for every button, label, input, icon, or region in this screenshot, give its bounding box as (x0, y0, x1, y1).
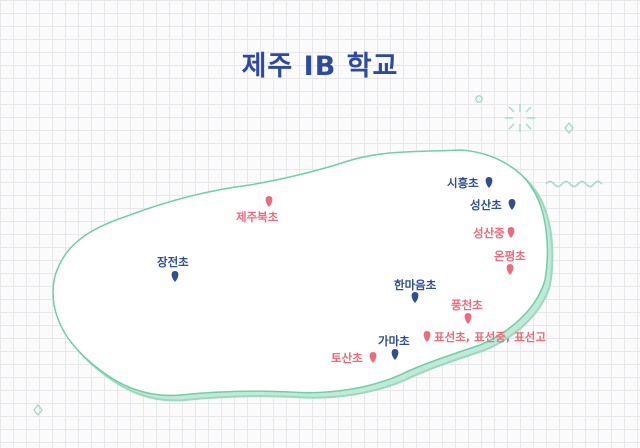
decor-sparkle (505, 104, 535, 132)
decor-diamond-top (564, 121, 574, 135)
decor-wave (545, 180, 603, 188)
school-label: 제주북초 (236, 210, 279, 224)
school-marker[interactable] (369, 352, 377, 363)
school-label: 성산초 (470, 198, 502, 212)
school-label: 온평초 (494, 249, 526, 263)
school-label: 장전초 (157, 255, 189, 269)
school-marker[interactable] (265, 196, 273, 207)
school-marker[interactable] (507, 227, 515, 238)
school-marker[interactable] (508, 199, 516, 210)
school-label: 한마음초 (394, 278, 437, 292)
school-label: 토산초 (331, 351, 363, 365)
school-marker[interactable] (171, 271, 179, 282)
school-markers (171, 177, 516, 363)
decor-ring (475, 95, 483, 103)
school-marker[interactable] (464, 313, 472, 324)
school-marker[interactable] (411, 292, 419, 303)
decor-diamond-bottom (33, 403, 43, 417)
school-label: 표선초, 표선중, 표선고 (434, 330, 546, 344)
school-marker[interactable] (391, 349, 399, 360)
school-marker[interactable] (423, 331, 431, 342)
school-label: 가마초 (378, 334, 410, 348)
school-label: 시흥초 (447, 176, 479, 190)
school-label: 성산중 (473, 226, 505, 240)
school-marker[interactable] (485, 177, 493, 188)
page-title: 제주 IB 학교 (241, 51, 399, 82)
school-marker[interactable] (506, 264, 514, 275)
school-label: 풍천초 (451, 298, 483, 312)
